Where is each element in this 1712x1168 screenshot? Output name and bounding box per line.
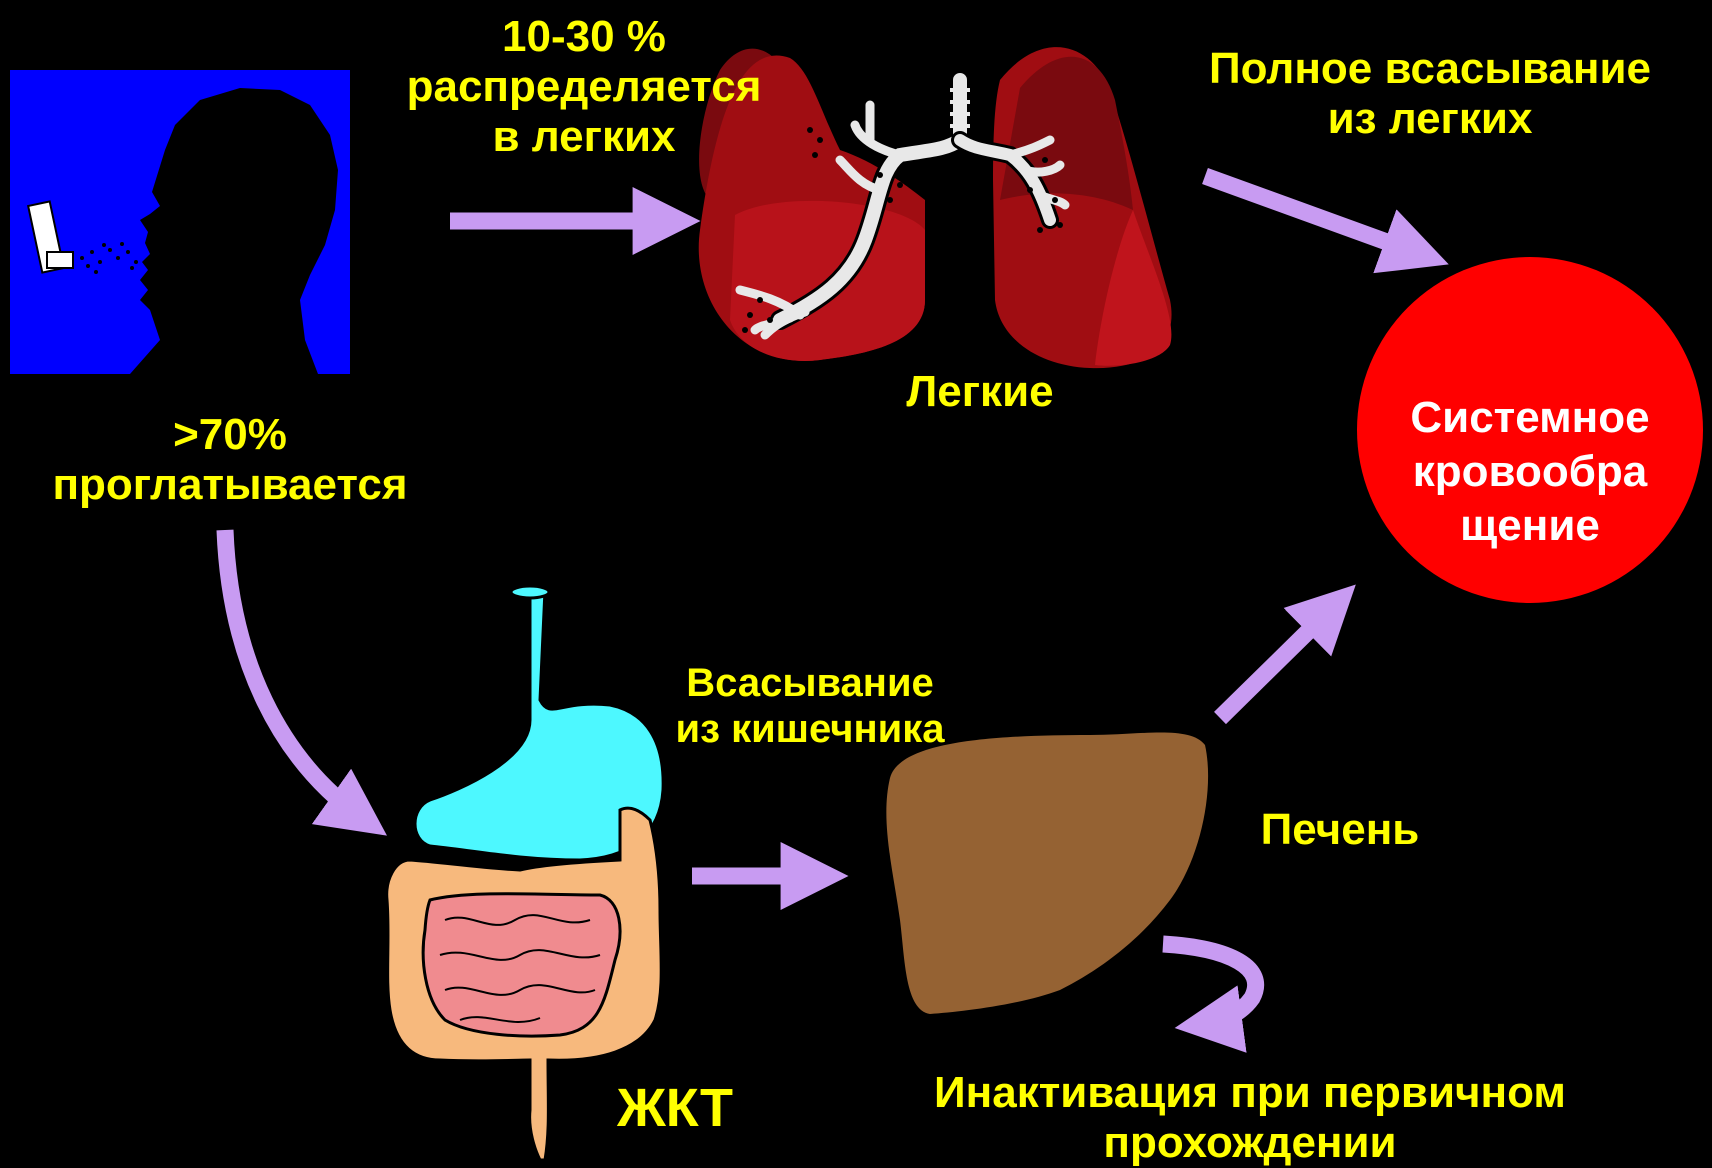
label-systemic-line1: Системное (1370, 391, 1690, 445)
label-intestinal-line2: из кишечника (650, 706, 970, 752)
small-intestine (423, 894, 620, 1036)
label-distributed-line3: в легких (364, 112, 804, 162)
label-systemic-circulation: Системное кровообра щение (1370, 391, 1690, 553)
arrow-lungs-to-circulation (1205, 176, 1420, 254)
label-intestinal-line1: Всасывание (650, 660, 970, 706)
label-full-absorption-line1: Полное всасывание (1150, 44, 1710, 94)
label-swallowed-line1: >70% (10, 410, 450, 460)
person-inhaler-icon (10, 70, 350, 374)
liver-icon (886, 733, 1208, 1015)
label-lungs: Легкие (860, 367, 1100, 417)
label-distributed-in-lungs: 10-30 % распределяется в легких (364, 12, 804, 162)
label-first-pass-inactivation: Инактивация при первичном прохождении (880, 1068, 1620, 1168)
label-full-absorption: Полное всасывание из легких (1150, 44, 1710, 144)
label-swallowed-line2: проглатывается (10, 460, 450, 510)
label-intestinal-absorption: Всасывание из кишечника (650, 660, 970, 752)
arrow-liver-to-circulation (1220, 606, 1334, 718)
label-distributed-line1: 10-30 % (364, 12, 804, 62)
label-systemic-line3: щение (1370, 499, 1690, 553)
arrow-swallow-to-gi (225, 530, 362, 818)
label-distributed-line2: распределяется (364, 62, 804, 112)
label-first-pass-line2: прохождении (880, 1118, 1620, 1168)
label-first-pass-line1: Инактивация при первичном (880, 1068, 1620, 1118)
digestive-tract-icon (387, 586, 663, 1160)
label-liver: Печень (1220, 805, 1460, 855)
label-gi-tract: ЖКТ (600, 1078, 750, 1138)
label-systemic-line2: кровообра (1370, 445, 1690, 499)
label-swallowed: >70% проглатывается (10, 410, 450, 510)
arrow-first-pass (1163, 944, 1256, 1024)
label-full-absorption-line2: из легких (1150, 94, 1710, 144)
